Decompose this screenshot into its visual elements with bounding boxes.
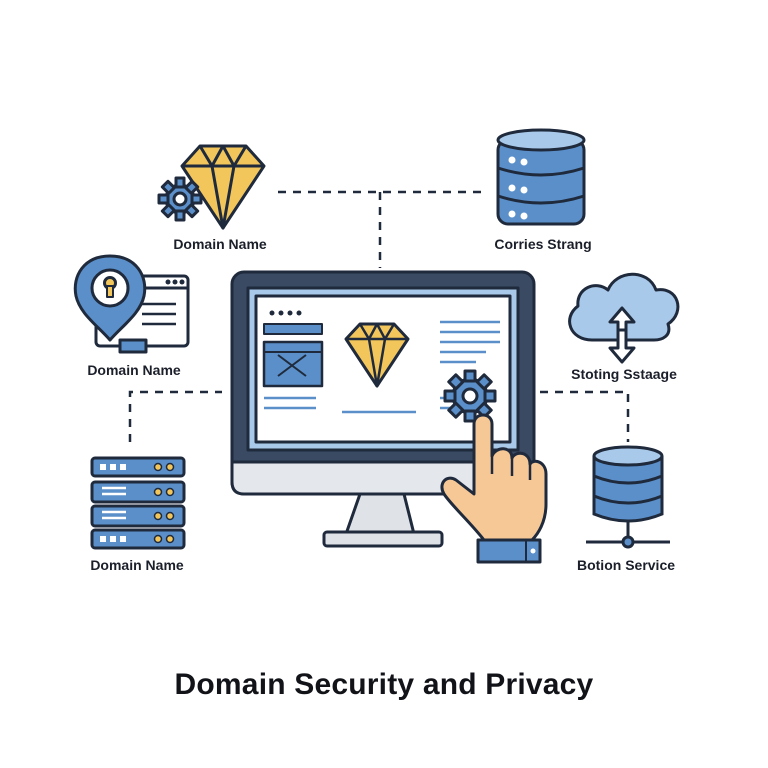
label-top-left: Domain Name	[173, 236, 267, 252]
label-top-right: Corries Strang	[494, 236, 592, 252]
label-mid-left: Domain Name	[87, 362, 181, 378]
gear-icon	[157, 176, 203, 222]
monitor-with-hand-icon	[230, 270, 536, 548]
location-pin-browser-icon	[73, 254, 190, 354]
label-bottom-right: Botion Service	[576, 557, 676, 573]
database-network-icon	[586, 445, 670, 549]
connector-right	[540, 390, 630, 442]
label-bottom-left: Domain Name	[90, 557, 184, 573]
server-rack-icon	[90, 456, 186, 550]
connectors	[128, 190, 630, 442]
connector-left	[128, 390, 222, 442]
label-mid-right: Stoting Sstaage	[571, 366, 677, 382]
diagram-title: Domain Security and Privacy	[174, 668, 594, 701]
pointing-hand-icon	[440, 413, 548, 564]
gem-gear-icon	[157, 144, 266, 230]
screen-gear-icon	[443, 369, 497, 423]
cloud-sync-icon	[568, 272, 680, 364]
database-icon	[496, 128, 586, 226]
